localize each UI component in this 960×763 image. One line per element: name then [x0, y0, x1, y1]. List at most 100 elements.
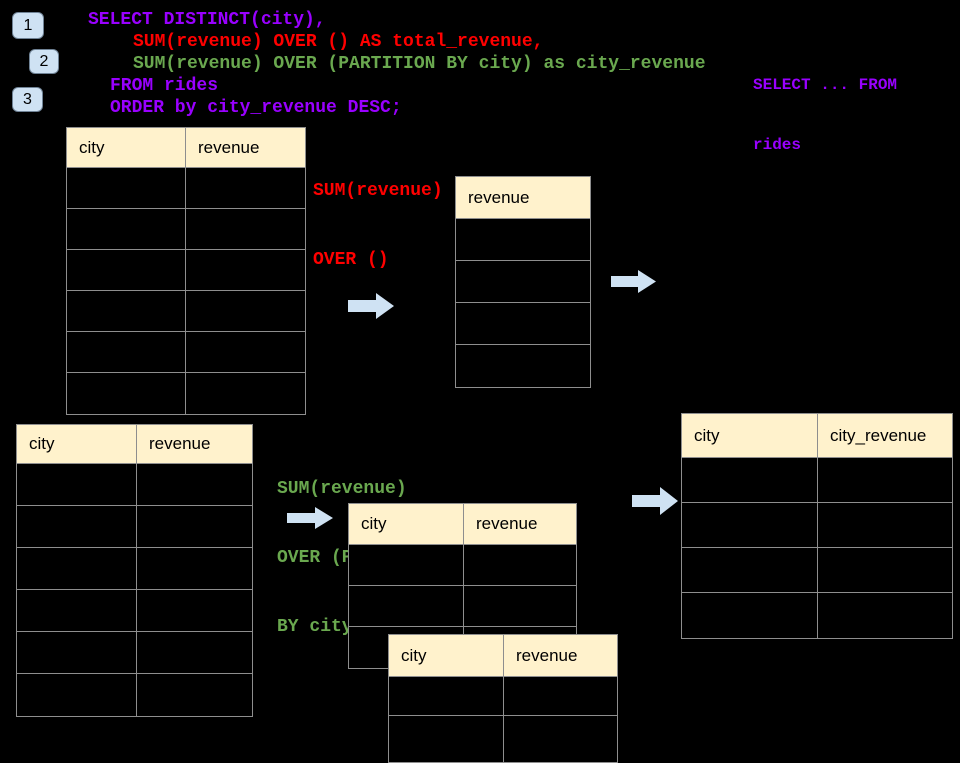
annotation-total-line-1: SUM(revenue) [313, 181, 443, 201]
table-cell [67, 373, 186, 414]
table-cell [389, 716, 504, 762]
table-partition-b: city revenue [388, 634, 618, 763]
annotation-total-revenue: SUM(revenue) OVER () [313, 134, 443, 295]
arrow-right-icon [611, 270, 656, 293]
table-cell [186, 332, 305, 373]
side-note-line-1: SELECT ... FROM [753, 76, 898, 94]
table-cell [186, 291, 305, 332]
table-cell [137, 674, 252, 716]
sql-line-from: FROM rides [110, 76, 219, 96]
table-cell [186, 250, 305, 291]
table-cell [464, 545, 576, 586]
table-total-revenue-result: revenue [455, 176, 591, 388]
column-header-city: city [349, 504, 464, 545]
annotation-total-line-2: OVER () [313, 250, 389, 270]
table-row [17, 590, 252, 632]
table-cell [137, 548, 252, 590]
table-header-row: city revenue [17, 425, 252, 464]
table-row [682, 593, 952, 638]
arrow-right-icon [348, 293, 394, 319]
table-cell [186, 373, 305, 414]
table-row [682, 458, 952, 503]
table-cell [456, 219, 590, 261]
side-note-line-2: rides [753, 136, 802, 154]
table-cell [17, 590, 137, 632]
table-cell [67, 332, 186, 373]
table-cell [464, 586, 576, 627]
table-row [456, 219, 590, 261]
table-cell [818, 593, 952, 638]
arrow-right-icon [632, 487, 678, 515]
table-row [67, 168, 305, 209]
table-cell [504, 677, 617, 716]
sql-line-select: SELECT DISTINCT(city), [88, 10, 326, 30]
table-cell [17, 464, 137, 506]
sql-line-city-revenue: SUM(revenue) OVER (PARTITION BY city) as… [133, 54, 706, 74]
table-header-row: city revenue [349, 504, 576, 545]
column-header-city-revenue: city_revenue [818, 414, 952, 458]
table-row [682, 548, 952, 593]
table-cell [67, 168, 186, 209]
table-cell [67, 209, 186, 250]
table-cell [504, 716, 617, 762]
table-row [17, 464, 252, 506]
table-cell [682, 503, 818, 548]
sql-line-total-revenue: SUM(revenue) OVER () AS total_revenue, [133, 32, 544, 52]
table-row [67, 209, 305, 250]
table-row [17, 548, 252, 590]
table-row [67, 250, 305, 291]
table-header-row: city revenue [389, 635, 617, 677]
table-cell [17, 674, 137, 716]
table-row [67, 332, 305, 373]
table-cell [137, 506, 252, 548]
table-cell [67, 250, 186, 291]
table-cell [818, 503, 952, 548]
table-city-revenue-result: city city_revenue [681, 413, 953, 639]
table-header-row: revenue [456, 177, 590, 219]
table-cell [682, 593, 818, 638]
table-cell [186, 209, 305, 250]
table-cell [389, 677, 504, 716]
table-row [389, 677, 617, 716]
table-row [17, 674, 252, 716]
table-cell [818, 458, 952, 503]
arrow-right-icon [287, 507, 333, 529]
column-header-revenue: revenue [456, 177, 590, 219]
table-cell [67, 291, 186, 332]
table-row [17, 632, 252, 674]
table-cell [17, 548, 137, 590]
table-cell [456, 303, 590, 345]
table-cell [186, 168, 305, 209]
table-cell [17, 632, 137, 674]
annotation-partition-line-1: SUM(revenue) [277, 479, 407, 499]
table-cell [818, 548, 952, 593]
table-cell [349, 545, 464, 586]
table-row [456, 345, 590, 387]
column-header-city: city [17, 425, 137, 464]
table-cell [456, 261, 590, 303]
table-row [349, 545, 576, 586]
table-cell [682, 458, 818, 503]
table-header-row: city revenue [67, 128, 305, 168]
table-row [67, 373, 305, 414]
column-header-city: city [682, 414, 818, 458]
column-header-revenue: revenue [464, 504, 576, 545]
table-row [67, 291, 305, 332]
table-row [349, 586, 576, 627]
step-badge-2: 2 [29, 49, 59, 74]
table-row [682, 503, 952, 548]
table-row [456, 261, 590, 303]
table-row [456, 303, 590, 345]
slide-canvas: { "colors": { "purple": "#9900ff", "red"… [12, 10, 953, 763]
table-source-top: city revenue [66, 127, 306, 415]
step-badge-1: 1 [12, 12, 44, 39]
side-note-select-from-rides: SELECT ... FROM rides [753, 35, 897, 175]
table-row [17, 506, 252, 548]
sql-line-order-by: ORDER by city_revenue DESC; [110, 98, 402, 118]
step-badge-3: 3 [12, 87, 43, 112]
table-cell [17, 506, 137, 548]
table-cell [137, 632, 252, 674]
table-cell [682, 548, 818, 593]
table-cell [456, 345, 590, 387]
table-header-row: city city_revenue [682, 414, 952, 458]
